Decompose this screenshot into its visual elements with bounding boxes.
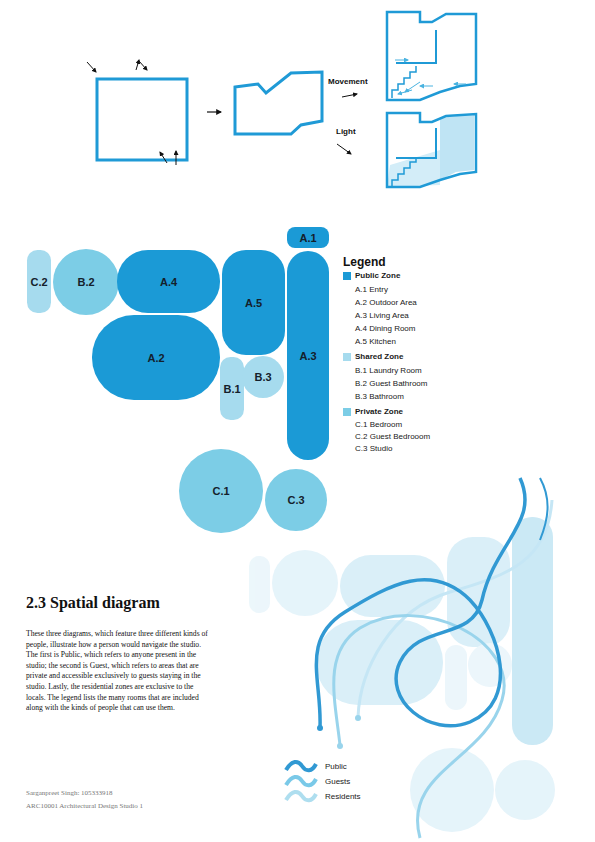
concept-sketch: [87, 12, 476, 187]
legend-swatch: [343, 408, 351, 416]
legend-swatch: [343, 353, 351, 361]
room-bubble: B.1: [220, 357, 244, 420]
legend-entry: Private Zone: [343, 407, 403, 416]
legend-entry: Public: [325, 762, 347, 771]
room-code: B.2: [77, 276, 94, 288]
legend-text: Residents: [325, 792, 361, 801]
room-code: A.1: [299, 232, 316, 244]
legend-item: C.2 Guest Bedrooom: [355, 432, 430, 441]
room-bubble: A.5: [222, 250, 285, 355]
legend-entry: Shared Zone: [343, 352, 403, 361]
legend-item: A.1 Entry: [355, 285, 388, 294]
caption-paragraph: These three diagrams, which feature thre…: [26, 629, 212, 714]
room-code: A.5: [245, 297, 262, 309]
diagram-label: Movement: [328, 77, 368, 86]
legend-item: C.3 Studio: [355, 444, 392, 453]
legend-item: A.4 Dining Room: [355, 324, 415, 333]
legend-entry: Public Zone: [343, 271, 400, 280]
room-bubble: A.2: [92, 315, 220, 400]
room-bubble: A.3: [287, 251, 329, 460]
author-note: ARC10001 Architectural Design Studio 1: [26, 802, 143, 810]
legend-item: A.5 Kitchen: [355, 337, 396, 346]
diagram-label: Light: [336, 127, 356, 136]
legend-text: Private Zone: [355, 407, 403, 416]
room-bubble: B.3: [242, 356, 284, 398]
room-code: C.2: [30, 276, 47, 288]
room-bubble: C.1: [179, 449, 263, 533]
legend-text: Shared Zone: [355, 352, 403, 361]
room-bubble: A.1: [287, 227, 329, 248]
legend-text: Guests: [325, 777, 350, 786]
legend-item: B.1 Laundry Room: [355, 366, 422, 375]
legend-swatch: [343, 272, 351, 280]
legend-item: A.3 Living Area: [355, 311, 409, 320]
room-bubble: C.2: [27, 250, 51, 313]
room-code: A.3: [299, 350, 316, 362]
room-bubble: A.4: [117, 250, 220, 313]
circulation-illustration: [249, 478, 555, 838]
legend-entry: Residents: [325, 792, 361, 801]
legend-heading: Legend: [343, 255, 386, 269]
room-bubble: B.2: [53, 249, 119, 315]
room-code: C.1: [212, 485, 229, 497]
room-code: C.3: [287, 494, 304, 506]
legend-item: B.2 Guest Bathroom: [355, 379, 427, 388]
author-note: Sarganpreet Singh: 105333918: [26, 789, 113, 797]
legend-item: A.2 Outdoor Area: [355, 298, 417, 307]
room-code: B.1: [223, 383, 240, 395]
legend-item: B.3 Bathroom: [355, 392, 404, 401]
legend-text: Public Zone: [355, 271, 400, 280]
legend-text: Public: [325, 762, 347, 771]
legend-entry: Guests: [325, 777, 350, 786]
room-code: A.4: [160, 276, 177, 288]
room-code: A.2: [147, 352, 164, 364]
room-bubble: C.3: [265, 469, 327, 531]
room-code: B.3: [254, 371, 271, 383]
legend-item: C.1 Bedroom: [355, 420, 402, 429]
section-title: 2.3 Spatial diagram: [26, 594, 160, 612]
